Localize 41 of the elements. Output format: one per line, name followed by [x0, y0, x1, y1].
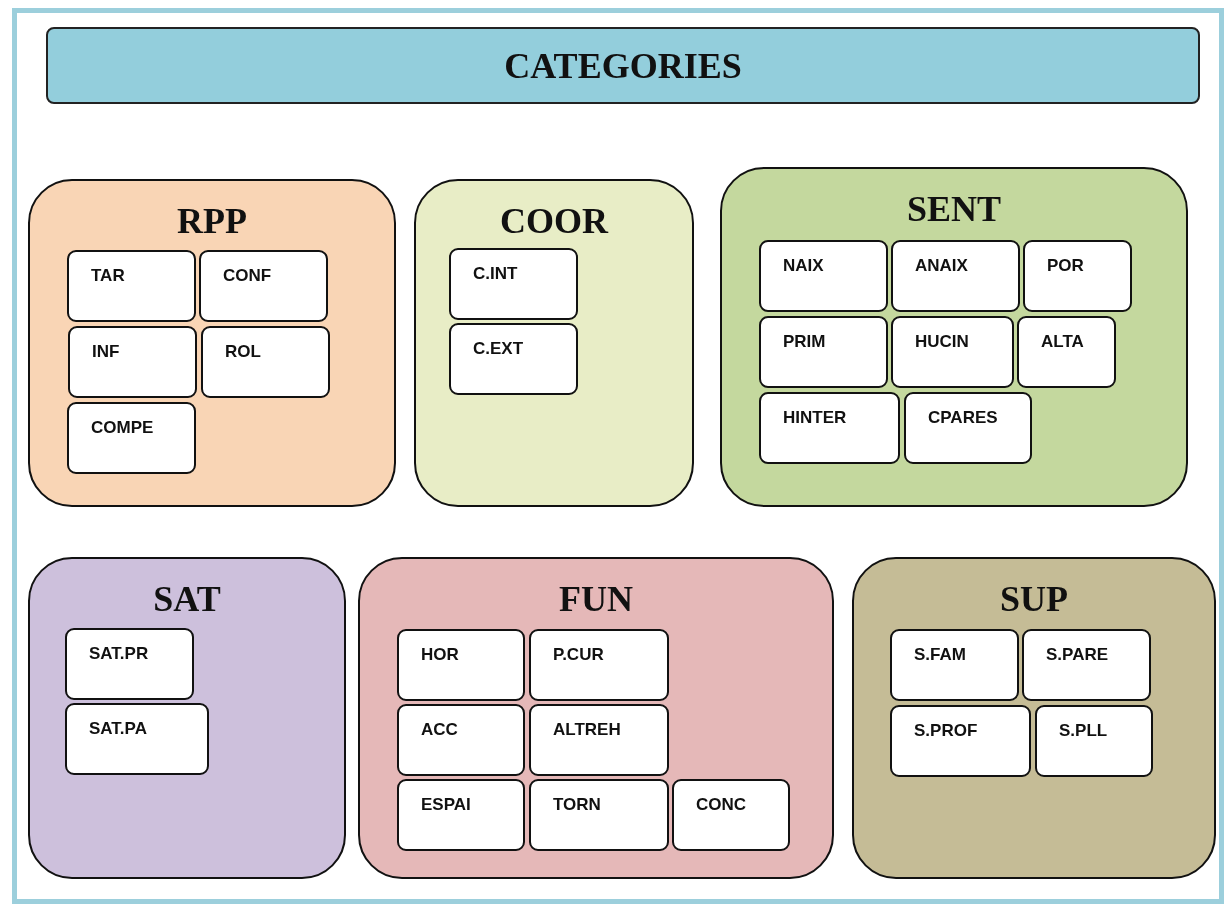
code-box: ESPAI	[397, 779, 525, 851]
category-panel	[852, 557, 1216, 879]
code-box: ANAIX	[891, 240, 1020, 312]
code-box: CPARES	[904, 392, 1032, 464]
code-box: P.CUR	[529, 629, 669, 701]
code-box: S.FAM	[890, 629, 1019, 701]
title-banner: CATEGORIES	[46, 27, 1200, 104]
code-box: ROL	[201, 326, 330, 398]
code-box: S.PLL	[1035, 705, 1153, 777]
panel-heading: COOR	[499, 203, 610, 239]
code-box: ALTREH	[529, 704, 669, 776]
code-box: COMPE	[67, 402, 196, 474]
code-box: POR	[1023, 240, 1132, 312]
code-box: C.INT	[449, 248, 578, 320]
code-box: CONF	[199, 250, 328, 322]
code-box: SAT.PA	[65, 703, 209, 775]
code-box: SAT.PR	[65, 628, 194, 700]
code-box: TAR	[67, 250, 196, 322]
panel-heading: FUN	[558, 581, 634, 617]
category-panel	[28, 179, 396, 507]
code-box: C.EXT	[449, 323, 578, 395]
category-panel	[720, 167, 1188, 507]
panel-heading: SAT	[152, 581, 222, 617]
panel-heading: RPP	[176, 203, 248, 239]
code-box: S.PARE	[1022, 629, 1151, 701]
code-box: TORN	[529, 779, 669, 851]
code-box: HOR	[397, 629, 525, 701]
code-box: HUCIN	[891, 316, 1014, 388]
category-panel	[28, 557, 346, 879]
code-box: ALTA	[1017, 316, 1116, 388]
code-box: NAIX	[759, 240, 888, 312]
code-box: CONC	[672, 779, 790, 851]
category-panel	[358, 557, 834, 879]
panel-heading: SUP	[999, 581, 1069, 617]
panel-heading: SENT	[905, 191, 1002, 227]
code-box: S.PROF	[890, 705, 1031, 777]
code-box: HINTER	[759, 392, 900, 464]
code-box: ACC	[397, 704, 525, 776]
code-box: PRIM	[759, 316, 888, 388]
category-panel	[414, 179, 694, 507]
code-box: INF	[68, 326, 197, 398]
